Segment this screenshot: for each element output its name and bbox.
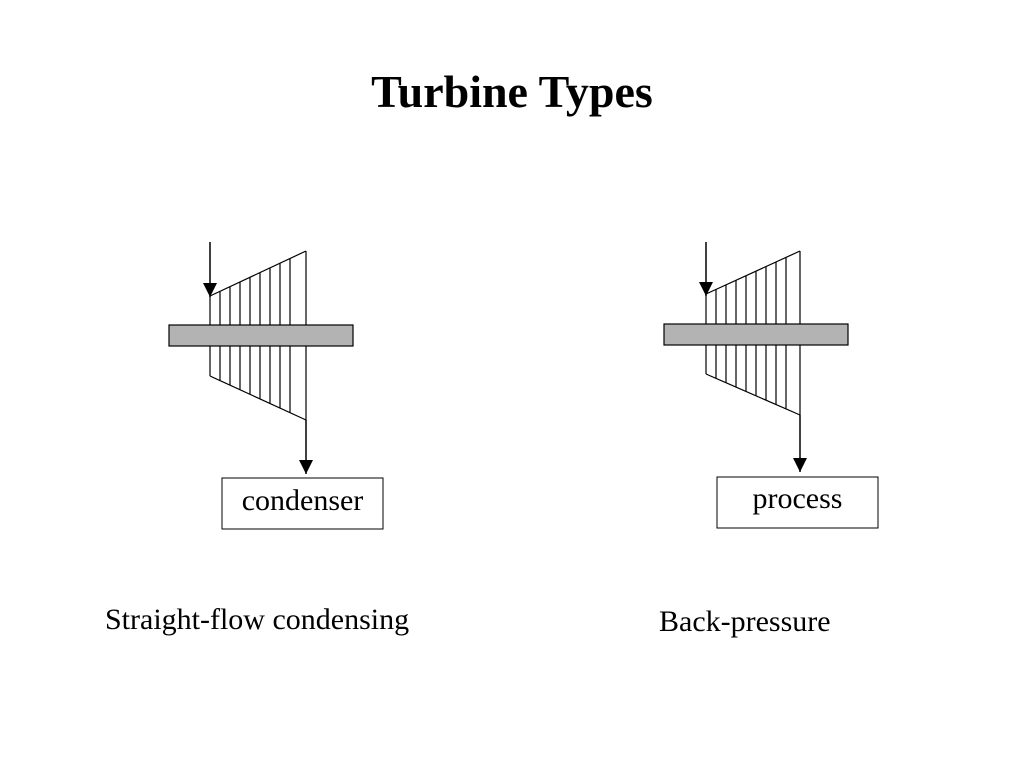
condensing-turbine [168,242,384,530]
turbine-shaft [663,323,849,346]
condenser-label: condenser [241,484,364,517]
process-label: process [752,482,843,515]
back-pressure-caption: Back-pressure [659,605,831,638]
turbine-shaft [168,324,354,347]
process-box [716,476,879,529]
back-pressure-turbine [663,242,879,529]
slide-title: Turbine Types [371,66,653,117]
condensing-caption: Straight-flow condensing [105,603,410,636]
condenser-box [221,477,384,530]
